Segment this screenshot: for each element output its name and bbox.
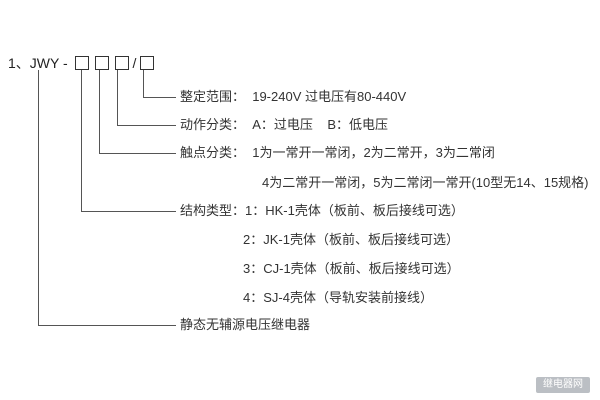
model-box-range [140,56,155,70]
label-product-name: 静态无辅源电压继电器 [180,317,311,332]
model-prefix: 1、JWY - [8,55,72,71]
model-number-row: 1、JWY - / [8,53,157,73]
label-action-class: 动作分类： A：过电压 B：低电压 [180,117,389,132]
connector-range [143,70,176,98]
connector-action [117,70,176,126]
label-structure-type-4: 4：SJ-4壳体（导轨安装前接线） [243,290,433,305]
connector-product-name [38,70,176,326]
label-contact-class-line2: 4为二常开一常闭，5为二常闭一常开(10型无14、15规格) [262,175,589,190]
connector-contact [99,70,176,154]
label-setting-range: 整定范围： 19-240V 过电压有80-440V [180,89,407,104]
model-box-structure [74,56,89,70]
connector-structure [81,70,176,212]
label-structure-type-1: 结构类型：1：HK-1壳体（板前、板后接线可选） [180,203,464,218]
watermark: 继电器网 [536,377,590,393]
model-box-contact [94,56,109,70]
model-slash: / [132,55,137,71]
model-box-action [114,56,129,70]
label-structure-type-3: 3：CJ-1壳体（板前、板后接线可选） [243,261,460,276]
label-structure-type-2: 2：JK-1壳体（板前、板后接线可选） [243,232,459,247]
label-contact-class-line1: 触点分类： 1为一常开一常闭，2为二常开，3为二常闭 [180,145,495,160]
